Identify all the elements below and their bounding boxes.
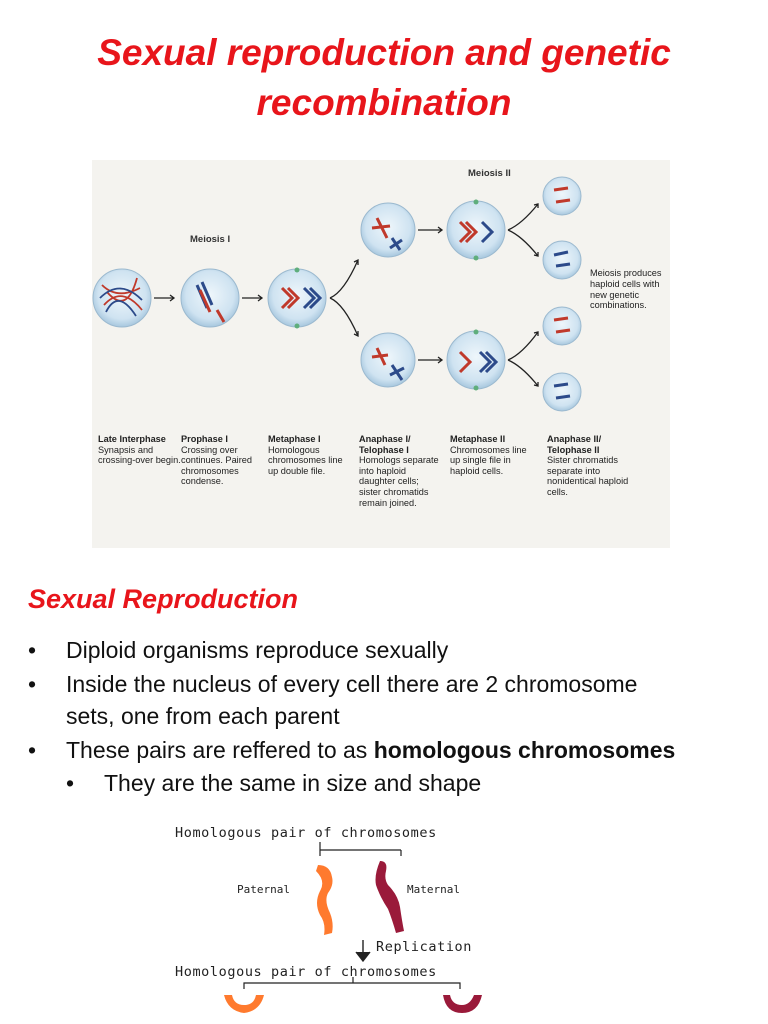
bracket-bottom	[243, 977, 461, 989]
stage-description: Synapsis and crossing-over begin.	[98, 444, 181, 466]
stage-label: Late Interphase Synapsis and crossing-ov…	[98, 434, 186, 466]
stage-description: Chromosomes line up single file in haplo…	[450, 444, 527, 476]
meiosis-illustration	[92, 176, 582, 412]
cell-anaphase-i-bottom	[360, 332, 416, 388]
maternal-label: Maternal	[407, 883, 460, 896]
diagram-top-label: Homologous pair of chromosomes	[175, 825, 437, 841]
list-item: • Inside the nucleus of every cell there…	[28, 668, 638, 700]
diagram-bottom-label: Homologous pair of chromosomes	[175, 964, 437, 980]
homologous-diagram: Homologous pair of chromosomes Paternal …	[148, 823, 580, 1024]
stage-description: Homologs separate into haploid daughter …	[359, 455, 439, 508]
maternal-chromosome-icon	[375, 861, 404, 933]
stage-heading: Anaphase I/ Telophase I	[359, 434, 411, 455]
stage-heading: Metaphase II	[450, 434, 506, 444]
stage-heading: Late Interphase	[98, 434, 166, 444]
cell-late-interphase	[92, 268, 152, 328]
list-item-continuation: sets, one from each parent	[66, 700, 340, 732]
replication-arrow-icon	[355, 940, 371, 963]
maternal-replicated-icon	[443, 995, 482, 1013]
meiosis-figure: Meiosis I Meiosis II Meiosis produces ha…	[92, 160, 670, 548]
bullet-emphasis: homologous chromosomes	[373, 737, 676, 763]
replication-label: Replication	[376, 939, 473, 955]
bullet-dot-icon: •	[28, 637, 37, 663]
cell-prophase-i	[180, 268, 240, 328]
paternal-label: Paternal	[237, 883, 290, 896]
sub-list-item: • They are the same in size and shape	[66, 767, 482, 799]
stage-description: Crossing over continues. Paired chromoso…	[181, 444, 252, 487]
flow-arrows	[154, 203, 539, 387]
bullet-text: Inside the nucleus of every cell there a…	[66, 671, 638, 697]
bullet-dot-icon: •	[66, 770, 75, 796]
stage-description: Homologous chromosomes line up double fi…	[268, 444, 343, 476]
meiosis-i-label: Meiosis I	[190, 234, 231, 245]
cell-metaphase-ii-bottom	[446, 329, 506, 391]
list-item: • Diploid organisms reproduce sexually	[28, 634, 449, 666]
bullet-text: They are the same in size and shape	[104, 770, 482, 796]
bullet-text: Diploid organisms reproduce sexually	[66, 637, 449, 663]
stage-label: Anaphase II/ Telophase II Sister chromat…	[547, 434, 633, 498]
bullet-dot-icon: •	[28, 737, 37, 763]
meiosis-note: Meiosis produces haploid cells with new …	[590, 268, 662, 311]
bullet-text: These pairs are reffered to as	[66, 737, 374, 763]
section-heading: Sexual Reproduction	[28, 584, 299, 614]
cell-anaphase-i-top	[360, 202, 416, 258]
stage-heading: Prophase I	[181, 434, 228, 444]
list-item: • These pairs are reffered to as homolog…	[28, 734, 676, 766]
stage-heading: Anaphase II/ Telophase II	[547, 434, 602, 455]
meiosis-ii-label: Meiosis II	[468, 168, 511, 179]
stage-label: Metaphase II Chromosomes line up single …	[450, 434, 530, 476]
paternal-chromosome-icon	[316, 865, 333, 935]
slide-title: Sexual reproduction and genetic recombin…	[97, 32, 671, 123]
cell-metaphase-i	[267, 267, 327, 329]
stage-label: Anaphase I/ Telophase I Homologs separat…	[359, 434, 439, 508]
cell-metaphase-ii-top	[446, 199, 506, 261]
homologous-illustration	[224, 842, 482, 1013]
stage-description: Sister chromatids separate into nonident…	[547, 455, 629, 497]
bullet-dot-icon: •	[28, 671, 37, 697]
bracket-top	[319, 842, 402, 856]
stage-heading: Metaphase I	[268, 434, 321, 444]
cells-anaphase-ii	[542, 176, 582, 412]
paternal-replicated-icon	[224, 995, 264, 1013]
stage-label: Metaphase I Homologous chromosomes line …	[268, 434, 348, 476]
bullet-text: sets, one from each parent	[66, 703, 340, 729]
stage-label: Prophase I Crossing over continues. Pair…	[181, 434, 265, 487]
